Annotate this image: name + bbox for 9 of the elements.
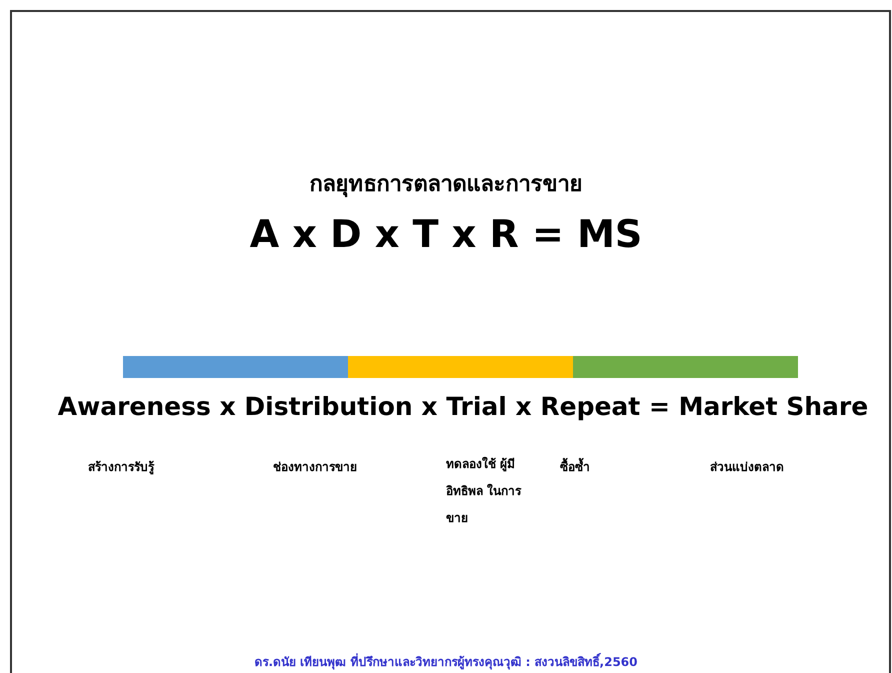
formula-expansion: Awareness x Distribution x Trial x Repeat = Market Share: [56, 392, 870, 421]
term-translation: สร้างการรับรู้: [88, 459, 154, 476]
term-translation: ช่องทางการขาย: [273, 459, 357, 476]
slide-title: กลยุทธการตลาดและการขาย: [308, 171, 584, 200]
term-translation: ทดลองใช้ ผู้มีอิทธิพล ในการขาย: [446, 456, 522, 527]
formula: A x D x T x R = MS: [248, 212, 644, 256]
term-translation: ส่วนแบ่งตลาด: [710, 459, 784, 476]
term-translation: ซื้อซ้ำ: [560, 457, 590, 476]
footer-credit: ดร.ดนัย เทียนพุฒ ที่ปรึกษาและวิทยากรผู้ทรงคุณวุฒิ : สงวนลิขสิทธิ์,2560: [253, 652, 639, 671]
